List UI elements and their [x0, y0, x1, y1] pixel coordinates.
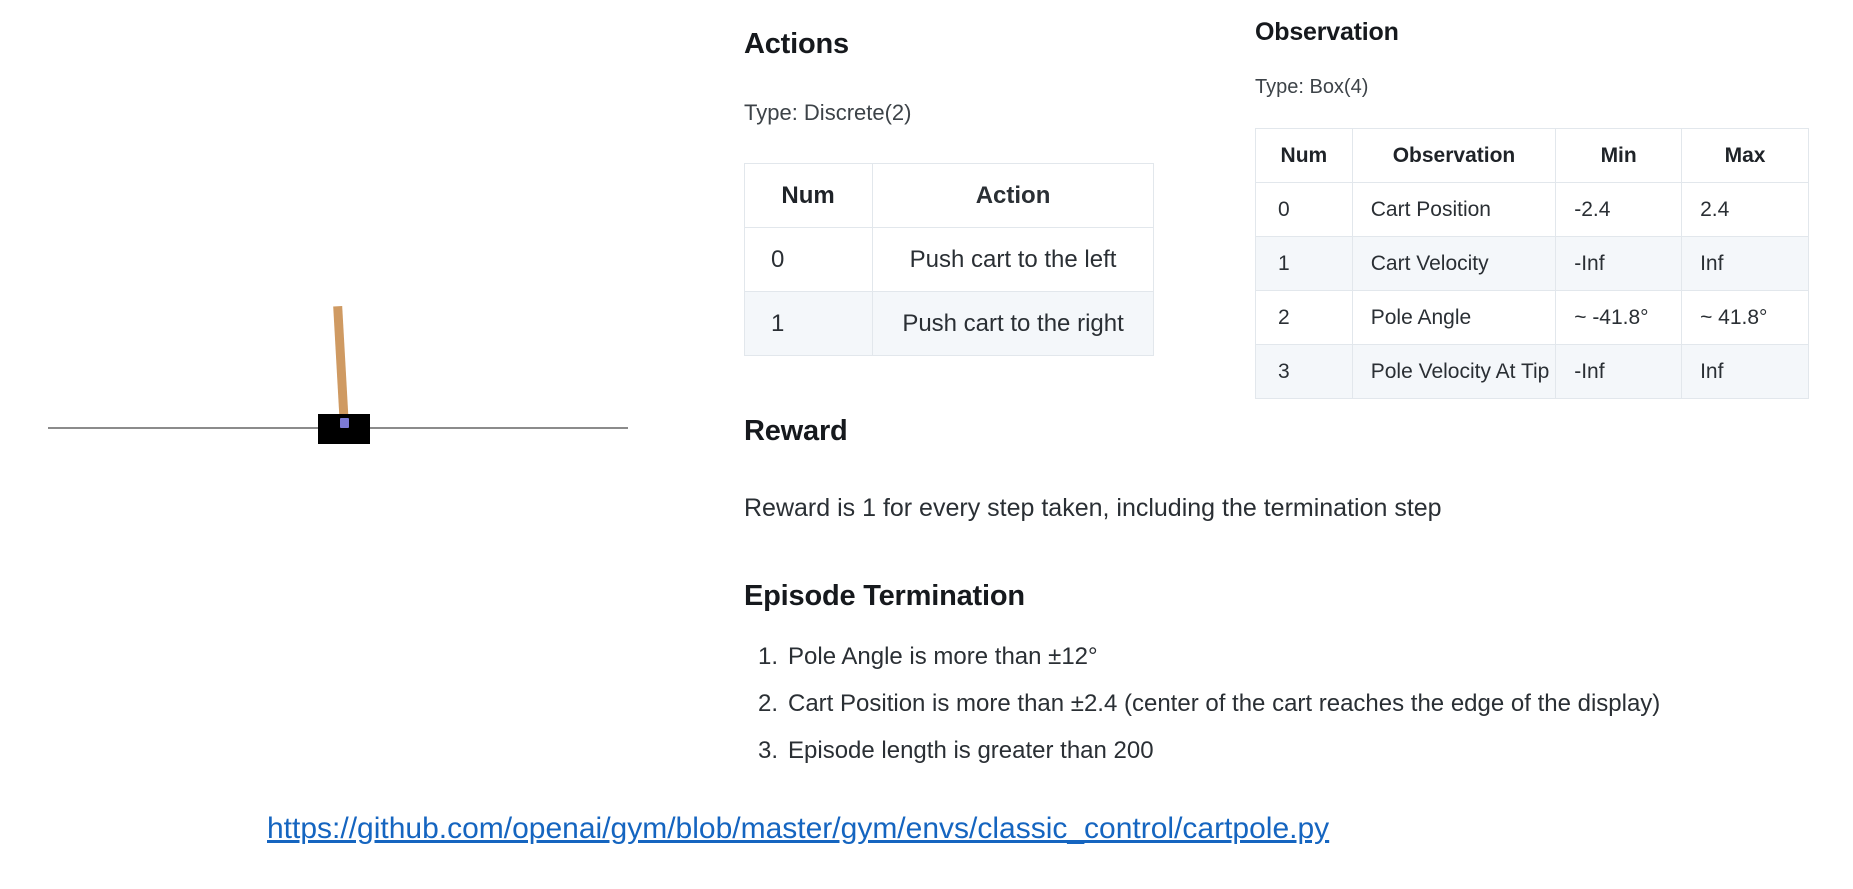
list-item-number: 2. — [758, 690, 779, 717]
observation-cell-max: ~ 41.8° — [1681, 290, 1809, 345]
reward-description: Reward is 1 for every step taken, includ… — [744, 494, 1442, 522]
observation-col-num: Num — [1255, 128, 1353, 183]
list-item-text: Pole Angle is more than ±12° — [788, 643, 1098, 670]
list-item: 3. Episode length is greater than 200 — [758, 739, 1660, 763]
observation-cell-num: 2 — [1255, 290, 1353, 345]
observation-cell-max: 2.4 — [1681, 182, 1809, 237]
observation-cell-name: Pole Angle — [1351, 290, 1557, 345]
actions-col-num: Num — [743, 163, 874, 228]
observation-col-min: Min — [1555, 128, 1683, 183]
actions-table: Num Action 0 Push cart to the left 1 Pus… — [743, 163, 1154, 356]
actions-col-action: Action — [872, 163, 1154, 228]
actions-cell-action: Push cart to the left — [872, 227, 1154, 292]
actions-cell-num: 0 — [743, 227, 874, 292]
observation-cell-max: Inf — [1681, 344, 1809, 399]
reward-heading: Reward — [744, 415, 848, 447]
observation-cell-min: -Inf — [1555, 236, 1683, 291]
table-row: 0 Cart Position -2.4 2.4 — [1255, 182, 1809, 237]
observation-cell-name: Cart Position — [1351, 182, 1557, 237]
list-item-number: 3. — [758, 737, 779, 764]
observation-cell-name: Cart Velocity — [1351, 236, 1557, 291]
list-item: 2. Cart Position is more than ±2.4 (cente… — [758, 692, 1660, 716]
observation-type-label: Type: Box(4) — [1255, 76, 1369, 98]
episode-termination-heading: Episode Termination — [744, 580, 1025, 612]
table-row: 3 Pole Velocity At Tip -Inf Inf — [1255, 344, 1809, 399]
table-row: 1 Push cart to the right — [743, 291, 1154, 356]
pole-shape — [333, 305, 349, 429]
actions-cell-num: 1 — [743, 291, 874, 356]
observation-col-observation: Observation — [1351, 128, 1557, 183]
cartpole-environment-illustration — [0, 0, 660, 800]
observation-cell-name: Pole Velocity At Tip — [1351, 344, 1557, 399]
actions-cell-action: Push cart to the right — [872, 291, 1154, 356]
list-item: 1. Pole Angle is more than ±12° — [758, 645, 1660, 669]
observation-cell-max: Inf — [1681, 236, 1809, 291]
observation-cell-num: 3 — [1255, 344, 1353, 399]
observation-cell-min: ~ -41.8° — [1555, 290, 1683, 345]
actions-heading: Actions — [744, 28, 849, 60]
source-url-link[interactable]: https://github.com/openai/gym/blob/maste… — [267, 812, 1330, 845]
table-row: 2 Pole Angle ~ -41.8° ~ 41.8° — [1255, 290, 1809, 345]
observation-table-header-row: Num Observation Min Max — [1255, 128, 1809, 183]
observation-col-max: Max — [1681, 128, 1809, 183]
observation-cell-min: -2.4 — [1555, 182, 1683, 237]
observation-cell-num: 0 — [1255, 182, 1353, 237]
table-row: 1 Cart Velocity -Inf Inf — [1255, 236, 1809, 291]
episode-termination-list: 1. Pole Angle is more than ±12° 2. Cart Po… — [758, 645, 1660, 786]
list-item-text: Episode length is greater than 200 — [788, 737, 1154, 764]
observation-heading: Observation — [1255, 18, 1399, 46]
observation-cell-min: -Inf — [1555, 344, 1683, 399]
actions-type-label: Type: Discrete(2) — [744, 100, 912, 125]
observation-cell-num: 1 — [1255, 236, 1353, 291]
table-row: 0 Push cart to the left — [743, 227, 1154, 292]
actions-table-header-row: Num Action — [743, 163, 1154, 228]
axle-dot — [340, 418, 349, 428]
observation-table: Num Observation Min Max 0 Cart Position … — [1255, 128, 1809, 399]
list-item-number: 1. — [758, 643, 779, 670]
list-item-text: Cart Position is more than ±2.4 (center … — [788, 690, 1661, 717]
